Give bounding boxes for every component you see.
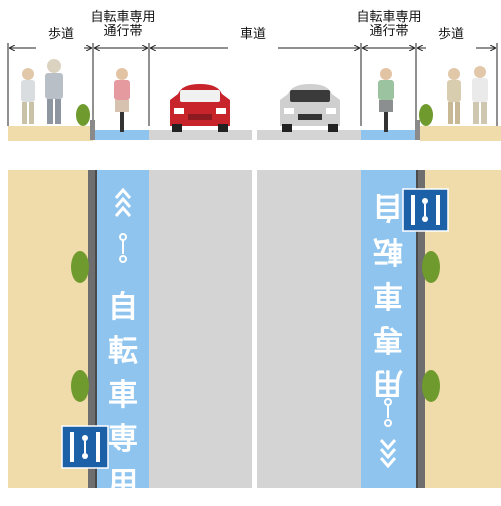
bicycle-lane-sign-icon (61, 425, 109, 469)
direction-arrow-icon (379, 439, 397, 469)
car-icon (280, 84, 340, 132)
bicycle-mark-icon (119, 233, 127, 263)
car-icon (170, 84, 230, 132)
pavement-char: 車 (108, 378, 138, 413)
pavement-char: 専 (108, 422, 138, 457)
sidewalk-right-surface (420, 126, 501, 141)
label-sidewalk-right: 歩道 (437, 27, 464, 42)
bike-lane-right-surface (361, 130, 416, 140)
pavement-text-left: 自 転 車 専 用 (108, 286, 138, 506)
curb-right (415, 120, 420, 140)
shrub-icon (422, 370, 440, 402)
label-bike-lane-right: 自転車専用 通行帯 (348, 11, 430, 39)
label-bike-lane-left-line2: 通行帯 (103, 24, 143, 39)
label-bike-lane-right-line1: 自転車専用 (356, 10, 422, 25)
sidewalk-left-surface (8, 126, 93, 141)
shrub-icon (71, 370, 89, 402)
curb-left (90, 120, 95, 140)
pedestrian-icon (472, 66, 488, 124)
label-bike-lane-left: 自転車専用 通行帯 (82, 11, 164, 39)
cross-section (8, 59, 501, 141)
roadway-right-lane-plan (257, 170, 361, 488)
pavement-text-right: 用 専 車 転 自 (373, 184, 403, 404)
cyclist-icon (378, 68, 394, 132)
pavement-char: 自 (108, 290, 138, 325)
label-sidewalk-left: 歩道 (47, 27, 74, 42)
shrub-icon (76, 104, 90, 126)
pedestrian-icon (447, 68, 461, 124)
roadway-center-line (252, 170, 257, 488)
dimension-lines (7, 43, 498, 126)
plan-view (8, 170, 501, 488)
bicycle-mark-icon (384, 398, 392, 427)
cyclist-icon (114, 68, 130, 132)
pavement-char: 用 (373, 365, 403, 400)
roadway-left-lane-plan (149, 170, 252, 488)
curb-right-plan (418, 170, 425, 488)
pedestrian-icon (21, 68, 35, 124)
label-bike-lane-left-line1: 自転車専用 (90, 10, 156, 25)
road-cross-section-diagram: 歩道 自転車専用 通行帯 車道 自転車専用 通行帯 歩道 (7, 10, 501, 488)
pavement-char: 転 (373, 233, 403, 268)
shrub-icon (419, 104, 433, 126)
label-roadway: 車道 (239, 27, 266, 42)
pavement-char: 自 (373, 189, 403, 224)
diagram-drawing (7, 43, 501, 488)
bicycle-lane-sign-icon (402, 188, 449, 232)
shrub-icon (71, 251, 89, 283)
label-bike-lane-right-line2: 通行帯 (369, 24, 409, 39)
pedestrian-icon (45, 59, 63, 124)
pavement-char: 車 (373, 277, 403, 312)
pavement-char: 転 (108, 334, 138, 369)
pavement-char: 用 (108, 466, 138, 501)
shrub-icon (422, 251, 440, 283)
curb-left-plan (88, 170, 95, 488)
bike-lane-left-surface (95, 130, 149, 140)
pavement-char: 専 (373, 321, 403, 356)
direction-arrow-icon (114, 187, 132, 217)
